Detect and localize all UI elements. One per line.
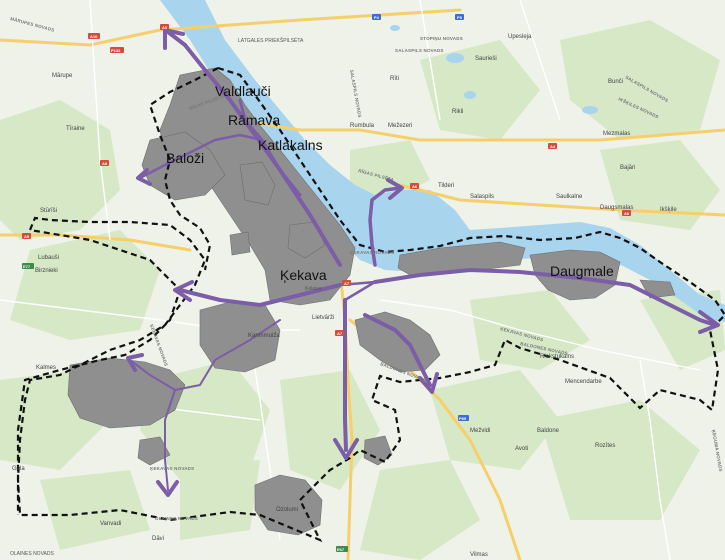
label-ramava: Rāmava	[228, 112, 280, 128]
shield-p132: P132	[111, 48, 121, 53]
label-upesleja: Upesleja	[508, 34, 532, 40]
arrow-to-baldone-south	[343, 298, 348, 452]
shield-a7-south: A7	[337, 331, 343, 336]
arrow-to-west	[178, 283, 342, 307]
label-vanvadi: Vanvadi	[100, 521, 121, 527]
lakes	[390, 25, 598, 114]
label-saurieti: Saurieši	[475, 56, 497, 62]
shield-a7-center: A7	[344, 281, 350, 286]
label-sturisi: Stūrīši	[40, 208, 57, 214]
label-kanmmuiza: Kanmmuiža	[248, 333, 280, 339]
label-saulkalne: Saulkalne	[556, 194, 583, 200]
label-avoti: Avoti	[515, 446, 528, 452]
label-birznieki: Birznieki	[35, 268, 58, 274]
label-bajari: Bajāri	[620, 165, 635, 171]
label-riekstukalns: Riekstukalns	[540, 354, 574, 360]
label-daugmale: Daugmale	[550, 263, 614, 279]
forest-areas	[0, 20, 725, 560]
shield-a5-north: A5	[162, 25, 168, 30]
arrow-to-daugmale	[373, 268, 717, 327]
label-gala: Gala	[12, 466, 25, 472]
label-kekava-small: Ķekava	[305, 286, 322, 292]
minor-place-labels: Mārupe Tīraine Stūrīši Lubauši Birznieki…	[10, 34, 677, 558]
shield-a4: A4	[550, 144, 556, 149]
municipality-boundary-north	[148, 67, 219, 271]
label-kalmes: Kalmes	[36, 365, 56, 371]
label-kekava: Ķekava	[280, 267, 327, 283]
shield-p89: P89	[459, 416, 467, 421]
label-tilderi: Tilderi	[438, 183, 454, 189]
shield-e67: E67	[337, 547, 345, 552]
municipality-boundary	[16, 66, 725, 543]
label-ozolumi: Ozolumi	[276, 507, 298, 513]
label-valdlauci: Valdlauči	[215, 83, 271, 99]
label-kekavas-south: ĶEKAVAS NOVADS	[150, 466, 194, 471]
label-marupe: Mārupe	[52, 73, 73, 79]
label-stopinu-novads: STOPIŅU NOVADS	[420, 36, 463, 41]
shield-a5-west: A5	[24, 234, 30, 239]
shield-p4: P4	[374, 15, 380, 20]
arrow-to-riga-north	[166, 30, 342, 267]
label-mencendarbe: Mencendarbe	[565, 379, 602, 385]
label-rumbula: Rumbula	[350, 123, 375, 129]
arrow-to-salaspils	[368, 186, 402, 267]
label-daugsmalas: Daugsmalas	[600, 205, 633, 211]
label-rite: Rīti	[390, 76, 399, 82]
shield-a8: A8	[102, 161, 108, 166]
label-kekavas-river: ĶEKAVAS NOVADS	[350, 250, 394, 255]
arrow-center-link	[338, 280, 377, 302]
shield-a6-north: A6	[412, 184, 418, 189]
shield-a6-east: A6	[624, 211, 630, 216]
label-olaines-2: OLAINES NOVADS	[155, 516, 198, 521]
label-katlakalns: Katlakalns	[258, 137, 323, 153]
label-baldone: Baldone	[537, 428, 560, 434]
label-mezvidi: Mežvidi	[470, 428, 490, 434]
daugava-river	[160, 0, 725, 322]
label-rikli: Rikli	[452, 109, 463, 115]
label-mezezeri: Mežezeri	[388, 123, 412, 129]
label-salaspils-novads-top: SALASPILS NOVADS	[395, 48, 444, 53]
transport-arrows	[129, 30, 717, 491]
label-olaine-bottom: OLAINES NOVADS	[10, 551, 54, 557]
arrow-to-balozi	[138, 133, 264, 180]
label-tiraine: Tīraine	[66, 126, 85, 132]
arrow-southwest-branch	[129, 319, 281, 391]
label-balozi: Baloži	[166, 150, 204, 166]
label-mezmalas: Mezmalas	[603, 131, 630, 137]
arrow-to-southeast	[363, 313, 432, 387]
label-salaspils: Salaspils	[470, 194, 494, 200]
urban-areas	[67, 67, 676, 536]
label-lubausi: Lubauši	[38, 255, 59, 261]
label-latgales: LATGALES PRIEKŠPILSĒTA	[238, 37, 304, 44]
shield-a10: A10	[90, 34, 98, 39]
label-rozites: Rozītes	[595, 443, 615, 449]
label-lietvarzi: Lietvārži	[312, 315, 334, 321]
label-vilmas: Vilmas	[470, 552, 488, 558]
label-davi: Dāvi	[152, 536, 164, 542]
shield-p5: P5	[457, 15, 463, 20]
label-ikskile: Ikšķile	[660, 207, 677, 213]
arrow-south-branch	[164, 389, 176, 491]
label-bunci: Bunči	[608, 79, 623, 85]
road-shields: A10 A5 P132 P4 P5 A6 A4 A6 A8 A5 E77 A7 …	[22, 14, 631, 552]
shield-e77: E77	[23, 264, 31, 269]
